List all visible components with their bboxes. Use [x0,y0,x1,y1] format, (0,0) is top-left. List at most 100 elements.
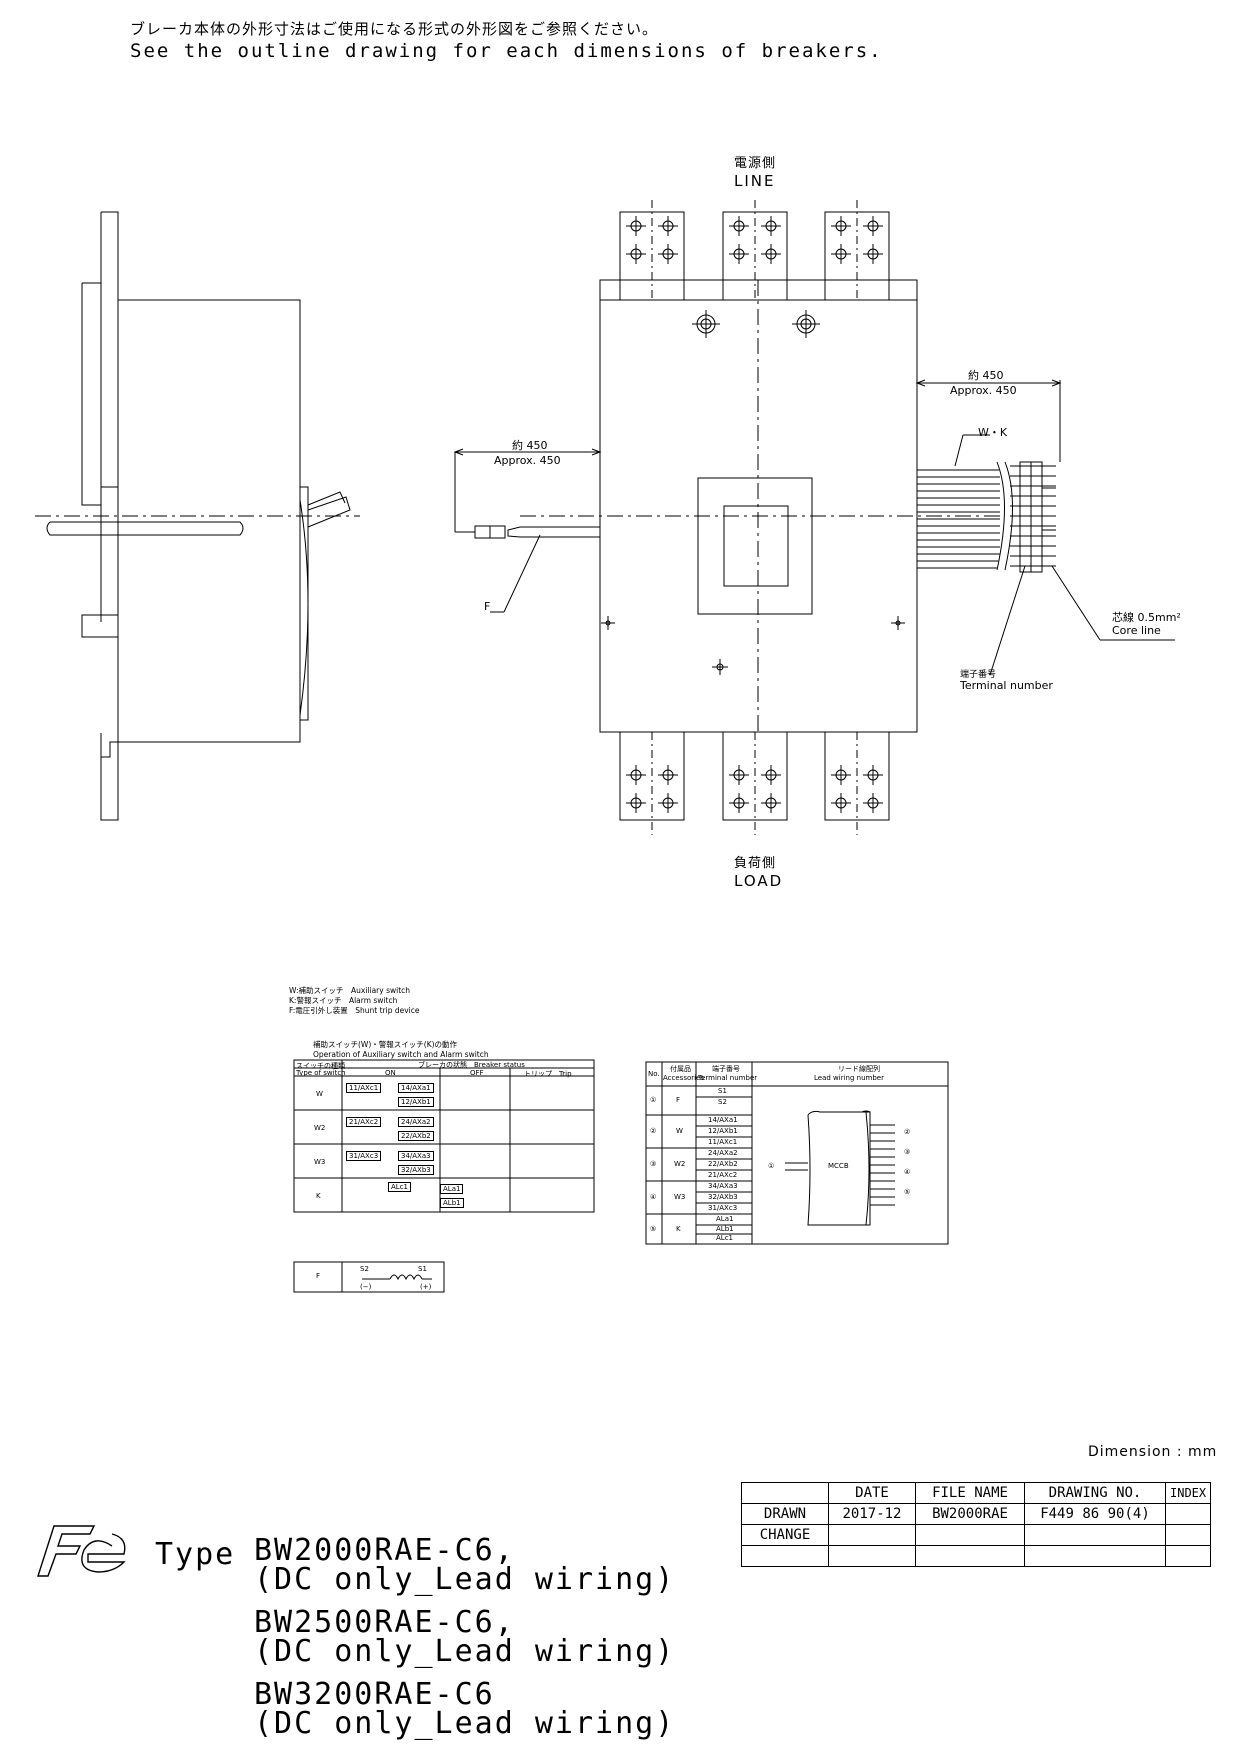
contact-c: 21/AXc2 [346,1117,382,1127]
fe-logo-icon [37,1525,126,1577]
model-line: (DC only_Lead wiring) [254,1706,676,1741]
switch-legend: W:補助スイッチ Auxiliary switch K:警報スイッチ Alarm… [289,986,420,1016]
terminal: 32/AXb3 [708,1193,738,1201]
group-no: ① [650,1096,657,1104]
contact-b: ALb1 [440,1198,464,1208]
lead-header-term-en: Terminal number [698,1074,758,1082]
mccb-label: MCCB [828,1162,849,1170]
terminal: 31/AXc3 [708,1204,738,1212]
left-dimension-jp: 約 450 [512,439,548,452]
contact-b: 32/AXb3 [398,1165,434,1175]
contact-a: ALa1 [440,1184,464,1194]
contact-c: ALc1 [388,1182,411,1192]
legend-line: F:電圧引外し装置 Shunt trip device [289,1006,420,1015]
group-no: ⑤ [650,1225,657,1233]
lead-header-no: No. [648,1070,660,1078]
tb-cell [1164,1503,1212,1525]
note-japanese: ブレーカ本体の外形寸法はご使用になる形式の外形図をご参照ください。 [130,20,659,38]
lead-header-wiring-jp: リード線配列 [838,1065,880,1073]
group-acc: W [676,1127,683,1135]
tb-cell: 2017-12 [828,1503,916,1525]
lead-header-wiring-en: Lead wiring number [814,1074,884,1082]
model-line: (DC only_Lead wiring) [254,1562,676,1597]
group-acc: W2 [674,1160,686,1168]
terminal-number-label: Terminal number [960,679,1053,692]
tb-cell [741,1545,829,1567]
breaker-status-header: ブレーカの状態 Breaker status [418,1061,525,1069]
switch-type: W3 [314,1158,326,1166]
shunt-s1: S1 [418,1265,427,1273]
model-line: BW2500RAE-C6, [254,1605,515,1640]
tb-cell: DATE [828,1482,916,1504]
contact-b: 12/AXb1 [398,1097,434,1107]
terminal: 22/AXb2 [708,1160,738,1168]
type-header-jp: スイッチの種類 [296,1062,345,1070]
operation-title-jp: 補助スイッチ(W)・警報スイッチ(K)の動作 [313,1040,458,1049]
tb-cell [1164,1524,1212,1546]
lead-header-acc-jp: 付属品 [670,1065,691,1073]
right-marker: ② [904,1128,911,1136]
note-english: See the outline drawing for each dimensi… [130,40,883,62]
tb-cell [1024,1545,1166,1567]
shunt-minus: (−) [360,1283,372,1291]
f-lead-label: F [484,600,491,613]
switch-type: W [316,1090,323,1098]
legend-line: W:補助スイッチ Auxiliary switch [289,986,411,995]
terminal: ALa1 [716,1215,734,1223]
lead-bundle-right [915,379,1175,676]
title-block: DATE FILE NAME DRAWING NO. INDEX DRAWN 2… [741,1482,1212,1567]
lead-table-lines [645,1061,949,1245]
right-marker: ③ [904,1148,911,1156]
left-marker: ① [768,1162,775,1170]
legend-line: K:警報スイッチ Alarm switch [289,996,398,1005]
wk-lead-label: W・K [978,426,1008,439]
contact-c: 31/AXc3 [346,1151,382,1161]
load-side-jp: 負荷側 [734,856,777,871]
right-dimension-value: Approx. 450 [950,384,1017,397]
load-side-label: LOAD [734,872,784,890]
col-on: ON [385,1069,396,1077]
left-dimension-value: Approx. 450 [494,454,561,467]
title-block-header: DATE FILE NAME DRAWING NO. INDEX [741,1482,1212,1504]
type-prefix: Type [155,1537,236,1572]
tb-cell [828,1545,916,1567]
contact-a: 34/AXa3 [398,1151,434,1161]
side-view [35,211,360,821]
tb-cell [741,1482,829,1504]
group-no: ② [650,1127,657,1135]
col-trip: トリップ Trip [524,1070,572,1078]
terminal: ALc1 [716,1234,733,1242]
front-view [453,200,1175,835]
group-acc: F [676,1096,681,1104]
terminal: S1 [718,1087,727,1095]
group-no: ④ [650,1193,657,1201]
shunt-type: F [316,1272,321,1280]
terminal: ALb1 [716,1225,734,1233]
lead-header-term-jp: 端子番号 [712,1065,740,1073]
group-acc: K [676,1225,681,1233]
tb-cell: DRAWING NO. [1024,1482,1166,1504]
shunt-plus: (+) [420,1283,432,1291]
terminal: 34/AXa3 [708,1182,738,1190]
line-side-jp: 電源側 [734,156,777,171]
tb-cell [1164,1545,1212,1567]
line-side-label: LINE [734,172,776,190]
operation-title: 補助スイッチ(W)・警報スイッチ(K)の動作 Operation of Auxi… [313,1040,489,1060]
contact-b: 22/AXb2 [398,1131,434,1141]
tb-cell: FILE NAME [915,1482,1025,1504]
contact-c: 11/AXc1 [346,1083,382,1093]
type-header-en: Type of switch [296,1069,346,1077]
terminal: 12/AXb1 [708,1127,738,1135]
lead-bundle-left [453,448,602,613]
tb-cell [915,1524,1025,1546]
group-acc: W3 [674,1193,686,1201]
tb-cell [1024,1524,1166,1546]
terminal-number-jp: 端子番号 [960,670,997,680]
terminal: S2 [718,1098,727,1106]
shunt-s2: S2 [360,1265,369,1273]
tb-cell: BW2000RAE [915,1503,1025,1525]
operation-title-en: Operation of Auxiliary switch and Alarm … [313,1050,489,1059]
tb-cell [915,1545,1025,1567]
model-lines: BW2000RAE-C6, (DC only_Lead wiring) BW25… [254,1536,676,1741]
